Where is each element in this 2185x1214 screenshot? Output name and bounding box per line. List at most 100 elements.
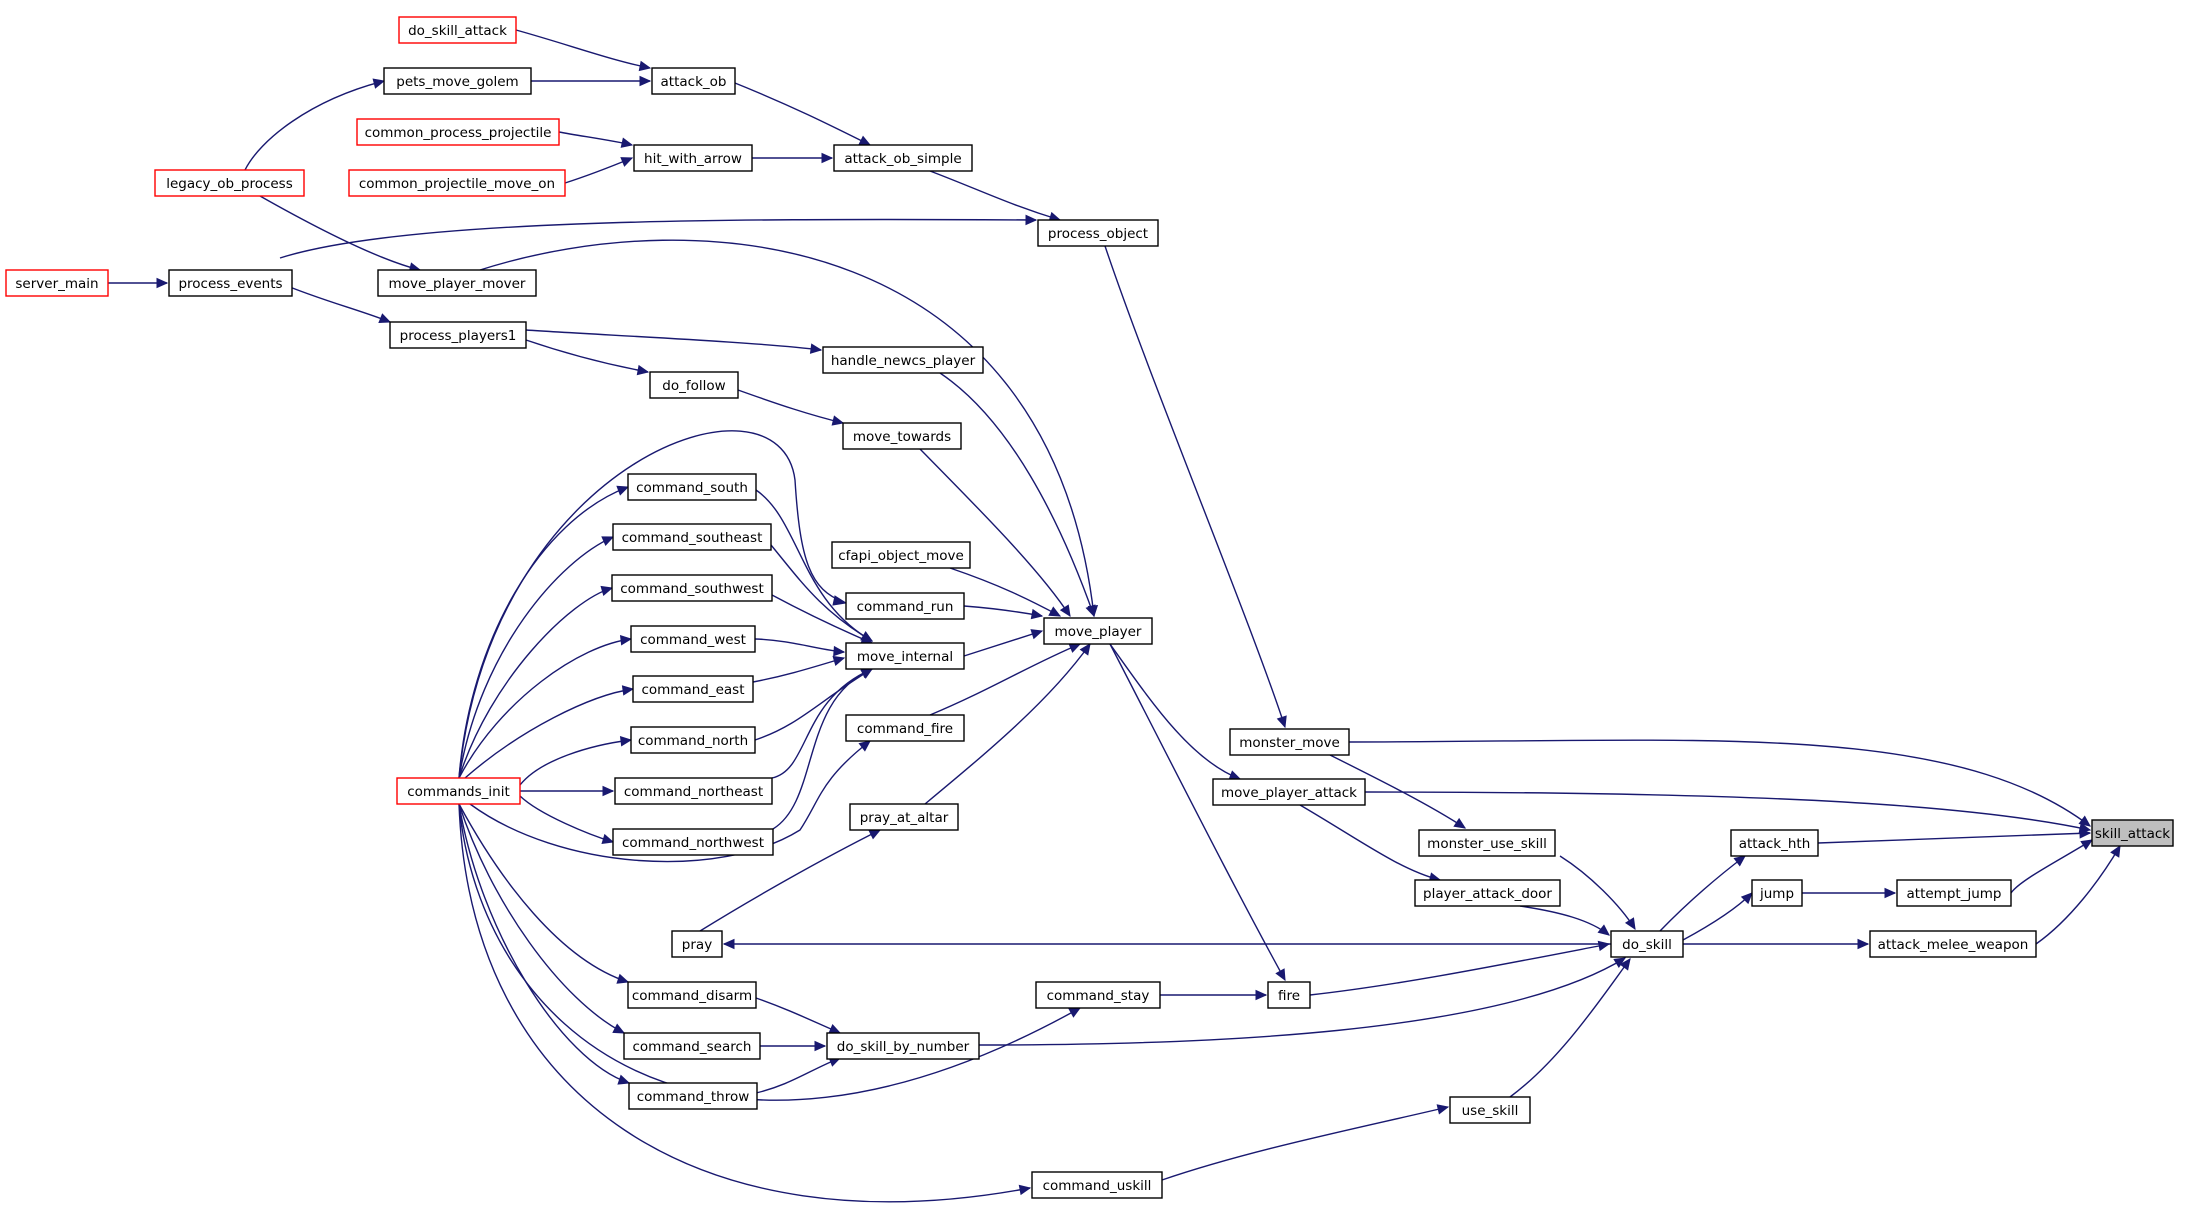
arrowhead <box>814 1040 827 1052</box>
node-do-skill[interactable]: do_skill <box>1610 930 1684 958</box>
node-skill-attack[interactable]: skill_attack <box>2091 819 2174 847</box>
node-pray-at-altar[interactable]: pray_at_altar <box>849 803 959 831</box>
edge-do_skill-to-attack_hth <box>1659 855 1746 932</box>
node-move-player[interactable]: move_player <box>1043 617 1153 645</box>
arrowhead <box>619 736 633 747</box>
node-command-east[interactable]: command_east <box>632 675 754 703</box>
node-hit-with-arrow[interactable]: hit_with_arrow <box>633 144 753 172</box>
edge-handle_newcs_player-to-move_player <box>939 372 1096 618</box>
arrowhead <box>638 60 652 72</box>
edge-commands_init-to-command_north <box>519 736 633 786</box>
node-common-process-projectile[interactable]: common_process_projectile <box>356 118 560 146</box>
node-box <box>1212 778 1366 806</box>
node-command-stay[interactable]: command_stay <box>1035 981 1161 1009</box>
node-command-fire[interactable]: command_fire <box>845 714 965 742</box>
edge-do_skill_by_number-to-do_skill <box>978 957 1627 1046</box>
node-label: do_follow <box>662 378 725 394</box>
arrowhead <box>1079 643 1091 656</box>
node-command-throw[interactable]: command_throw <box>628 1082 758 1110</box>
node-legacy-ob-process[interactable]: legacy_ob_process <box>154 169 305 197</box>
node-do-skill-by-number[interactable]: do_skill_by_number <box>826 1032 980 1060</box>
edge-move_internal-to-move_player <box>963 629 1044 657</box>
node-box <box>612 523 772 551</box>
edge-process_players1-to-do_follow <box>525 339 650 376</box>
arrowhead <box>619 634 633 646</box>
node-attack-ob[interactable]: attack_ob <box>651 67 736 95</box>
node-move-towards[interactable]: move_towards <box>842 422 962 450</box>
node-label: pray_at_altar <box>860 810 949 826</box>
node-command-northwest[interactable]: command_northwest <box>612 828 774 856</box>
node-box <box>398 16 517 44</box>
node-player-attack-door[interactable]: player_attack_door <box>1414 879 1561 907</box>
arrowhead <box>1276 715 1287 729</box>
node-handle-newcs-player[interactable]: handle_newcs_player <box>822 346 984 374</box>
edge-command_stay-to-fire <box>1160 989 1268 1001</box>
arrowhead <box>639 75 652 87</box>
node-label: process_events <box>178 276 282 292</box>
edge-command_disarm-to-do_skill_by_number <box>755 997 842 1034</box>
node-command-northeast[interactable]: command_northeast <box>614 777 773 805</box>
node-fire[interactable]: fire <box>1267 981 1311 1009</box>
arrowhead <box>612 1023 626 1034</box>
node-process-object[interactable]: process_object <box>1037 219 1159 247</box>
node-attempt-jump[interactable]: attempt_jump <box>1896 879 2012 907</box>
node-jump[interactable]: jump <box>1751 879 1803 907</box>
node-attack-melee-weapon[interactable]: attack_melee_weapon <box>1869 930 2037 958</box>
node-box <box>632 675 754 703</box>
node-label: move_player_attack <box>1221 785 1357 801</box>
node-move-internal[interactable]: move_internal <box>845 642 965 670</box>
node-cfapi-object-move[interactable]: cfapi_object_move <box>831 541 971 569</box>
node-command-uskill[interactable]: command_uskill <box>1031 1171 1163 1199</box>
edge-commands_init-to-command_northeast <box>520 785 615 797</box>
arrowhead <box>1030 608 1044 620</box>
node-monster-use-skill[interactable]: monster_use_skill <box>1418 829 1556 857</box>
node-process-events[interactable]: process_events <box>168 269 293 297</box>
arrowhead <box>1613 957 1627 968</box>
node-use-skill[interactable]: use_skill <box>1449 1096 1531 1124</box>
node-server-main[interactable]: server_main <box>5 269 109 297</box>
arrowhead <box>636 364 650 376</box>
node-do-skill-attack[interactable]: do_skill_attack <box>398 16 517 44</box>
arrowhead <box>601 833 615 844</box>
node-label: use_skill <box>1462 1103 1519 1119</box>
node-label: move_towards <box>853 429 951 445</box>
node-attack-ob-simple[interactable]: attack_ob_simple <box>833 144 973 172</box>
edge-command_fire-to-move_player <box>929 643 1082 716</box>
arrowhead <box>1068 643 1082 653</box>
node-process-players1[interactable]: process_players1 <box>389 321 527 349</box>
node-label: attack_ob <box>661 74 727 90</box>
node-common-projectile-move-on[interactable]: common_projectile_move_on <box>348 169 566 197</box>
node-command-search[interactable]: command_search <box>623 1032 761 1060</box>
node-command-west[interactable]: command_west <box>630 625 756 653</box>
node-command-south[interactable]: command_south <box>627 473 757 501</box>
node-do-follow[interactable]: do_follow <box>649 371 739 399</box>
edge-do_follow-to-move_towards <box>737 389 845 426</box>
arrowhead <box>1453 817 1467 829</box>
node-command-north[interactable]: command_north <box>630 726 756 754</box>
node-label: pray <box>682 937 712 953</box>
node-command-southeast[interactable]: command_southeast <box>612 523 772 551</box>
edge-do_skill-to-attack_melee_weapon <box>1683 938 1870 950</box>
arrowhead <box>832 655 846 667</box>
node-command-run[interactable]: command_run <box>845 592 965 620</box>
node-move-player-attack[interactable]: move_player_attack <box>1212 778 1366 806</box>
edge-move_player_mover-to-move_player <box>479 239 1099 618</box>
node-attack-hth[interactable]: attack_hth <box>1730 829 1819 857</box>
node-command-southwest[interactable]: command_southwest <box>611 574 773 602</box>
node-box <box>671 930 723 958</box>
arrowhead <box>832 595 848 606</box>
node-box <box>614 777 773 805</box>
edge-commands_init-to-command_east <box>464 685 635 779</box>
node-box <box>627 981 757 1009</box>
node-commands-init[interactable]: commands_init <box>396 777 521 805</box>
node-monster-move[interactable]: monster_move <box>1229 728 1350 756</box>
arrowhead <box>1048 606 1062 617</box>
node-label: command_run <box>857 599 954 615</box>
node-move-player-mover[interactable]: move_player_mover <box>377 269 537 297</box>
edge-monster_use_skill-to-do_skill <box>1559 855 1636 931</box>
node-command-disarm[interactable]: command_disarm <box>627 981 757 1009</box>
node-pray[interactable]: pray <box>671 930 723 958</box>
arrowhead <box>1059 604 1071 618</box>
node-pets-move-golem[interactable]: pets_move_golem <box>383 67 532 95</box>
